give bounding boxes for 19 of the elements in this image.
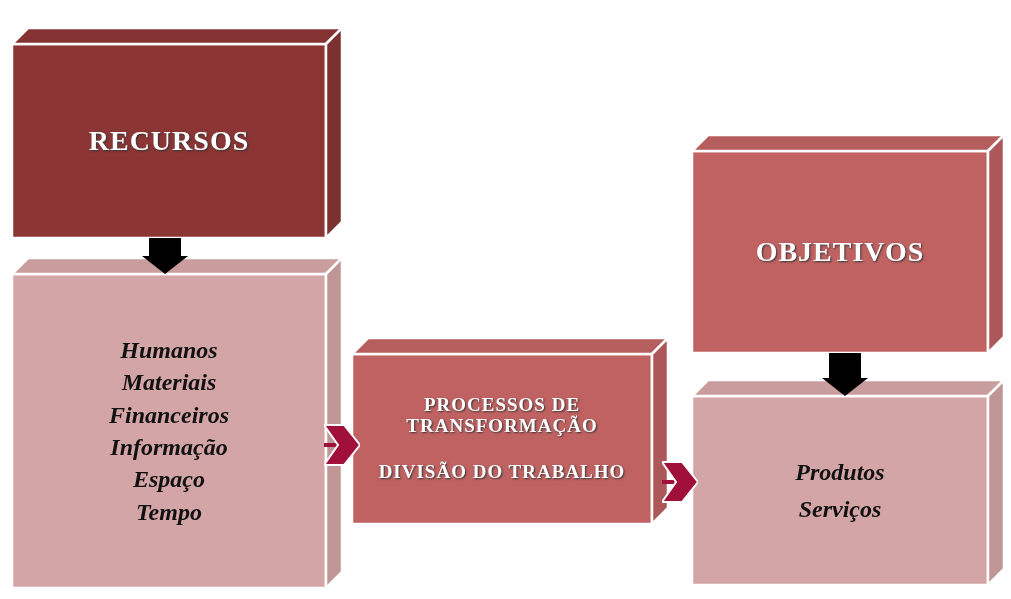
list-item: Serviços xyxy=(798,495,882,522)
list-item: Humanos xyxy=(120,336,218,364)
list-item: Produtos xyxy=(795,459,885,486)
block-arrow xyxy=(822,353,868,396)
list-item: Materiais xyxy=(121,369,217,396)
list-item: Informação xyxy=(110,434,228,461)
box-heading: DIVISÃO DO TRABALHO xyxy=(378,462,626,484)
box-heading: OBJETIVOS xyxy=(755,236,925,268)
block-arrow xyxy=(142,238,188,274)
process-box xyxy=(12,28,342,238)
process-box xyxy=(352,338,668,524)
process-box xyxy=(12,258,342,588)
list-item: Espaço xyxy=(133,466,205,493)
process-box xyxy=(692,135,1004,353)
box-heading: RECURSOS xyxy=(88,125,250,157)
list-item: Tempo xyxy=(136,498,202,526)
process-box xyxy=(692,380,1004,585)
list-item: Financeiros xyxy=(109,401,229,428)
box-heading: PROCESSOS DE TRANSFORMAÇÃO xyxy=(405,394,599,437)
